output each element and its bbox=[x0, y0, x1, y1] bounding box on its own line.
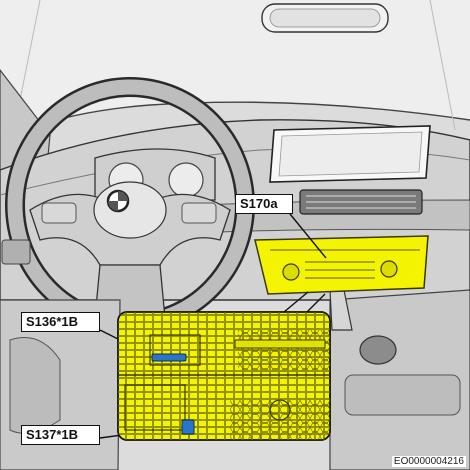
detail-inset bbox=[118, 312, 330, 445]
callout-s136-1b: S136*1B bbox=[21, 312, 100, 332]
document-id: EO0000004216 bbox=[392, 456, 466, 467]
connector-s137 bbox=[182, 420, 194, 434]
center-air-vents bbox=[300, 190, 422, 214]
rear-view-mirror bbox=[262, 4, 388, 32]
climate-control-panel-highlight bbox=[255, 236, 428, 294]
callout-s170a: S170a bbox=[235, 194, 293, 214]
steering-wheel bbox=[15, 87, 245, 323]
center-console bbox=[330, 286, 470, 470]
callout-s137-1b: S137*1B bbox=[21, 425, 100, 445]
central-display bbox=[270, 126, 430, 182]
connector-s136 bbox=[152, 354, 186, 361]
bmw-logo-icon bbox=[108, 191, 128, 211]
